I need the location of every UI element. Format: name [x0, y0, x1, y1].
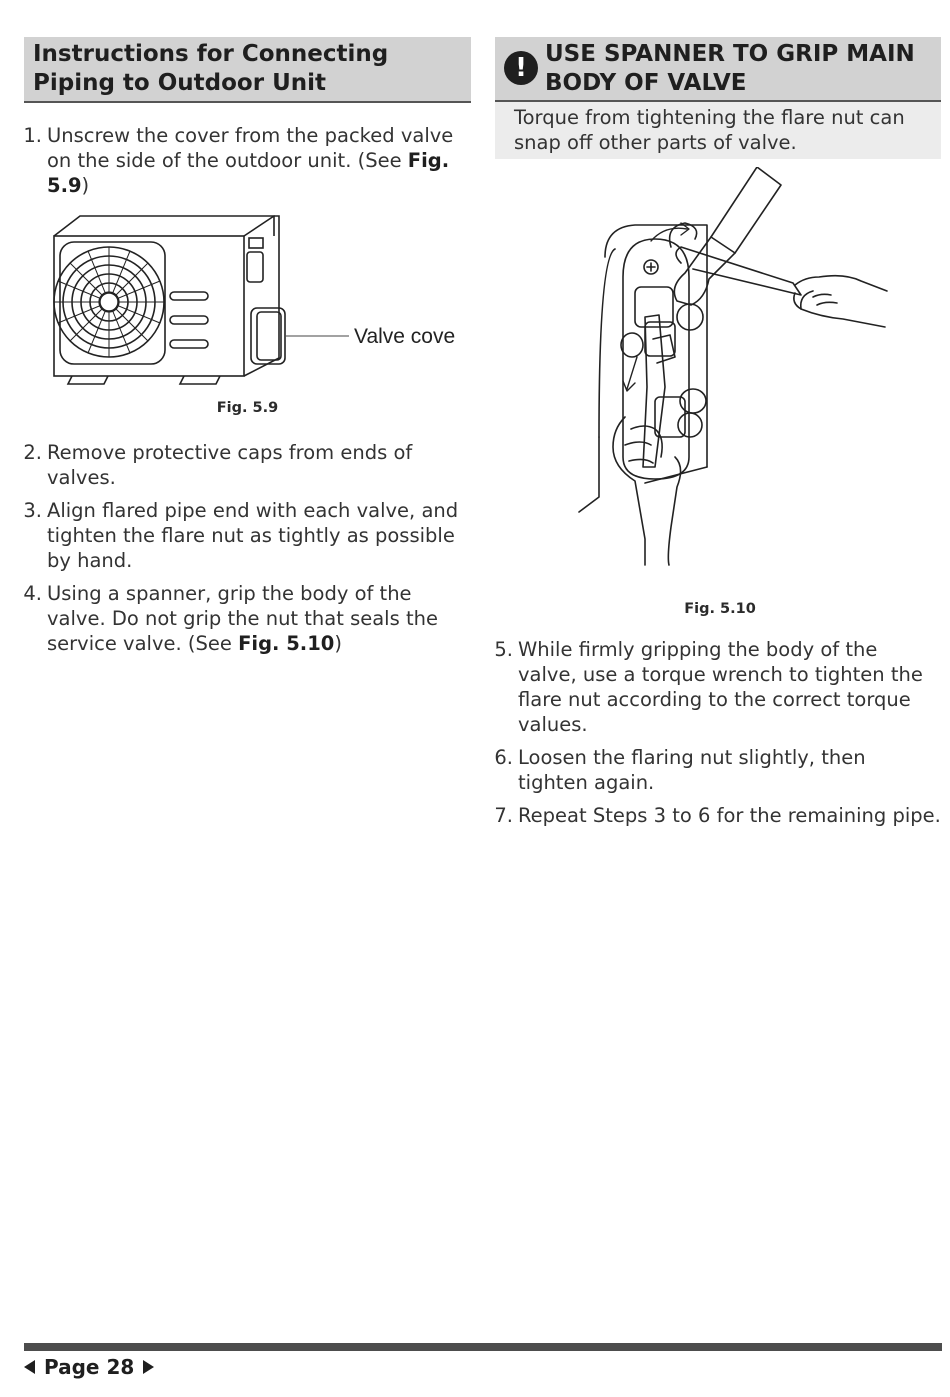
right-column: ! USE SPANNER TO GRIP MAIN BODY OF VALVE…	[494, 37, 941, 836]
list-item: 3.Align flared pipe end with each valve,…	[23, 498, 471, 573]
spanner-on-valve-illustration	[578, 166, 888, 566]
step-number: 7.	[494, 804, 513, 827]
caution-header: ! USE SPANNER TO GRIP MAIN BODY OF VALVE	[495, 37, 941, 102]
step-text: Unscrew the cover from the packed valve …	[47, 124, 454, 172]
exclamation-icon: !	[504, 51, 538, 85]
list-item: 1.Unscrew the cover from the packed valv…	[23, 123, 471, 198]
page-number: Page 28	[44, 1355, 135, 1379]
step-text: Repeat Steps 3 to 6 for the remaining pi…	[518, 804, 941, 827]
footer-rule	[24, 1343, 942, 1351]
step-number: 4.	[23, 582, 42, 605]
figure-caption-5-9: Fig. 5.9	[216, 400, 279, 416]
figure-reference: Fig. 5.10	[238, 632, 335, 655]
triangle-left-icon[interactable]	[24, 1360, 35, 1374]
figure-5-10	[495, 166, 941, 609]
step-text: Remove protective caps from ends of valv…	[47, 441, 413, 489]
step-text: Using a spanner, grip the body of the va…	[47, 582, 438, 655]
step-number: 3.	[23, 499, 42, 522]
step-text: While firmly gripping the body of the va…	[518, 638, 923, 736]
figure-caption-5-10: Fig. 5.10	[684, 601, 756, 617]
left-column: Instructions for Connecting Piping to Ou…	[23, 37, 471, 664]
step-number: 6.	[494, 746, 513, 769]
list-item: 6.Loosen the flaring nut slightly, then …	[494, 745, 941, 795]
list-item: 2.Remove protective caps from ends of va…	[23, 440, 471, 490]
step-text-end: )	[81, 174, 90, 197]
step-text: Loosen the flaring nut slightly, then ti…	[518, 746, 866, 794]
steps-list-b: 2.Remove protective caps from ends of va…	[23, 440, 471, 656]
valve-cover-label: Valve cove	[354, 325, 455, 348]
step-text-end: )	[334, 632, 342, 655]
steps-list-a: 1.Unscrew the cover from the packed valv…	[23, 123, 471, 198]
step-number: 5.	[494, 638, 513, 661]
list-item: 5.While firmly gripping the body of the …	[494, 637, 941, 737]
step-number: 2.	[23, 441, 42, 464]
page-footer: Page 28	[24, 1355, 155, 1379]
caution-text: Torque from tightening the flare nut can…	[495, 102, 941, 159]
figure-reference: Fig. 5.9	[47, 149, 450, 197]
list-item: 4.Using a spanner, grip the body of the …	[23, 581, 471, 656]
step-number: 1.	[23, 124, 42, 147]
triangle-right-icon[interactable]	[143, 1360, 155, 1374]
step-text: Align flared pipe end with each valve, a…	[47, 499, 459, 572]
list-item: 7.Repeat Steps 3 to 6 for the remaining …	[494, 803, 941, 828]
section-title: Instructions for Connecting Piping to Ou…	[24, 37, 471, 103]
outdoor-unit-illustration: Valve cove	[53, 215, 455, 385]
figure-5-9: Valve cove	[24, 208, 471, 406]
caution-title: USE SPANNER TO GRIP MAIN BODY OF VALVE	[545, 41, 915, 96]
steps-list-c: 5.While firmly gripping the body of the …	[494, 637, 941, 828]
